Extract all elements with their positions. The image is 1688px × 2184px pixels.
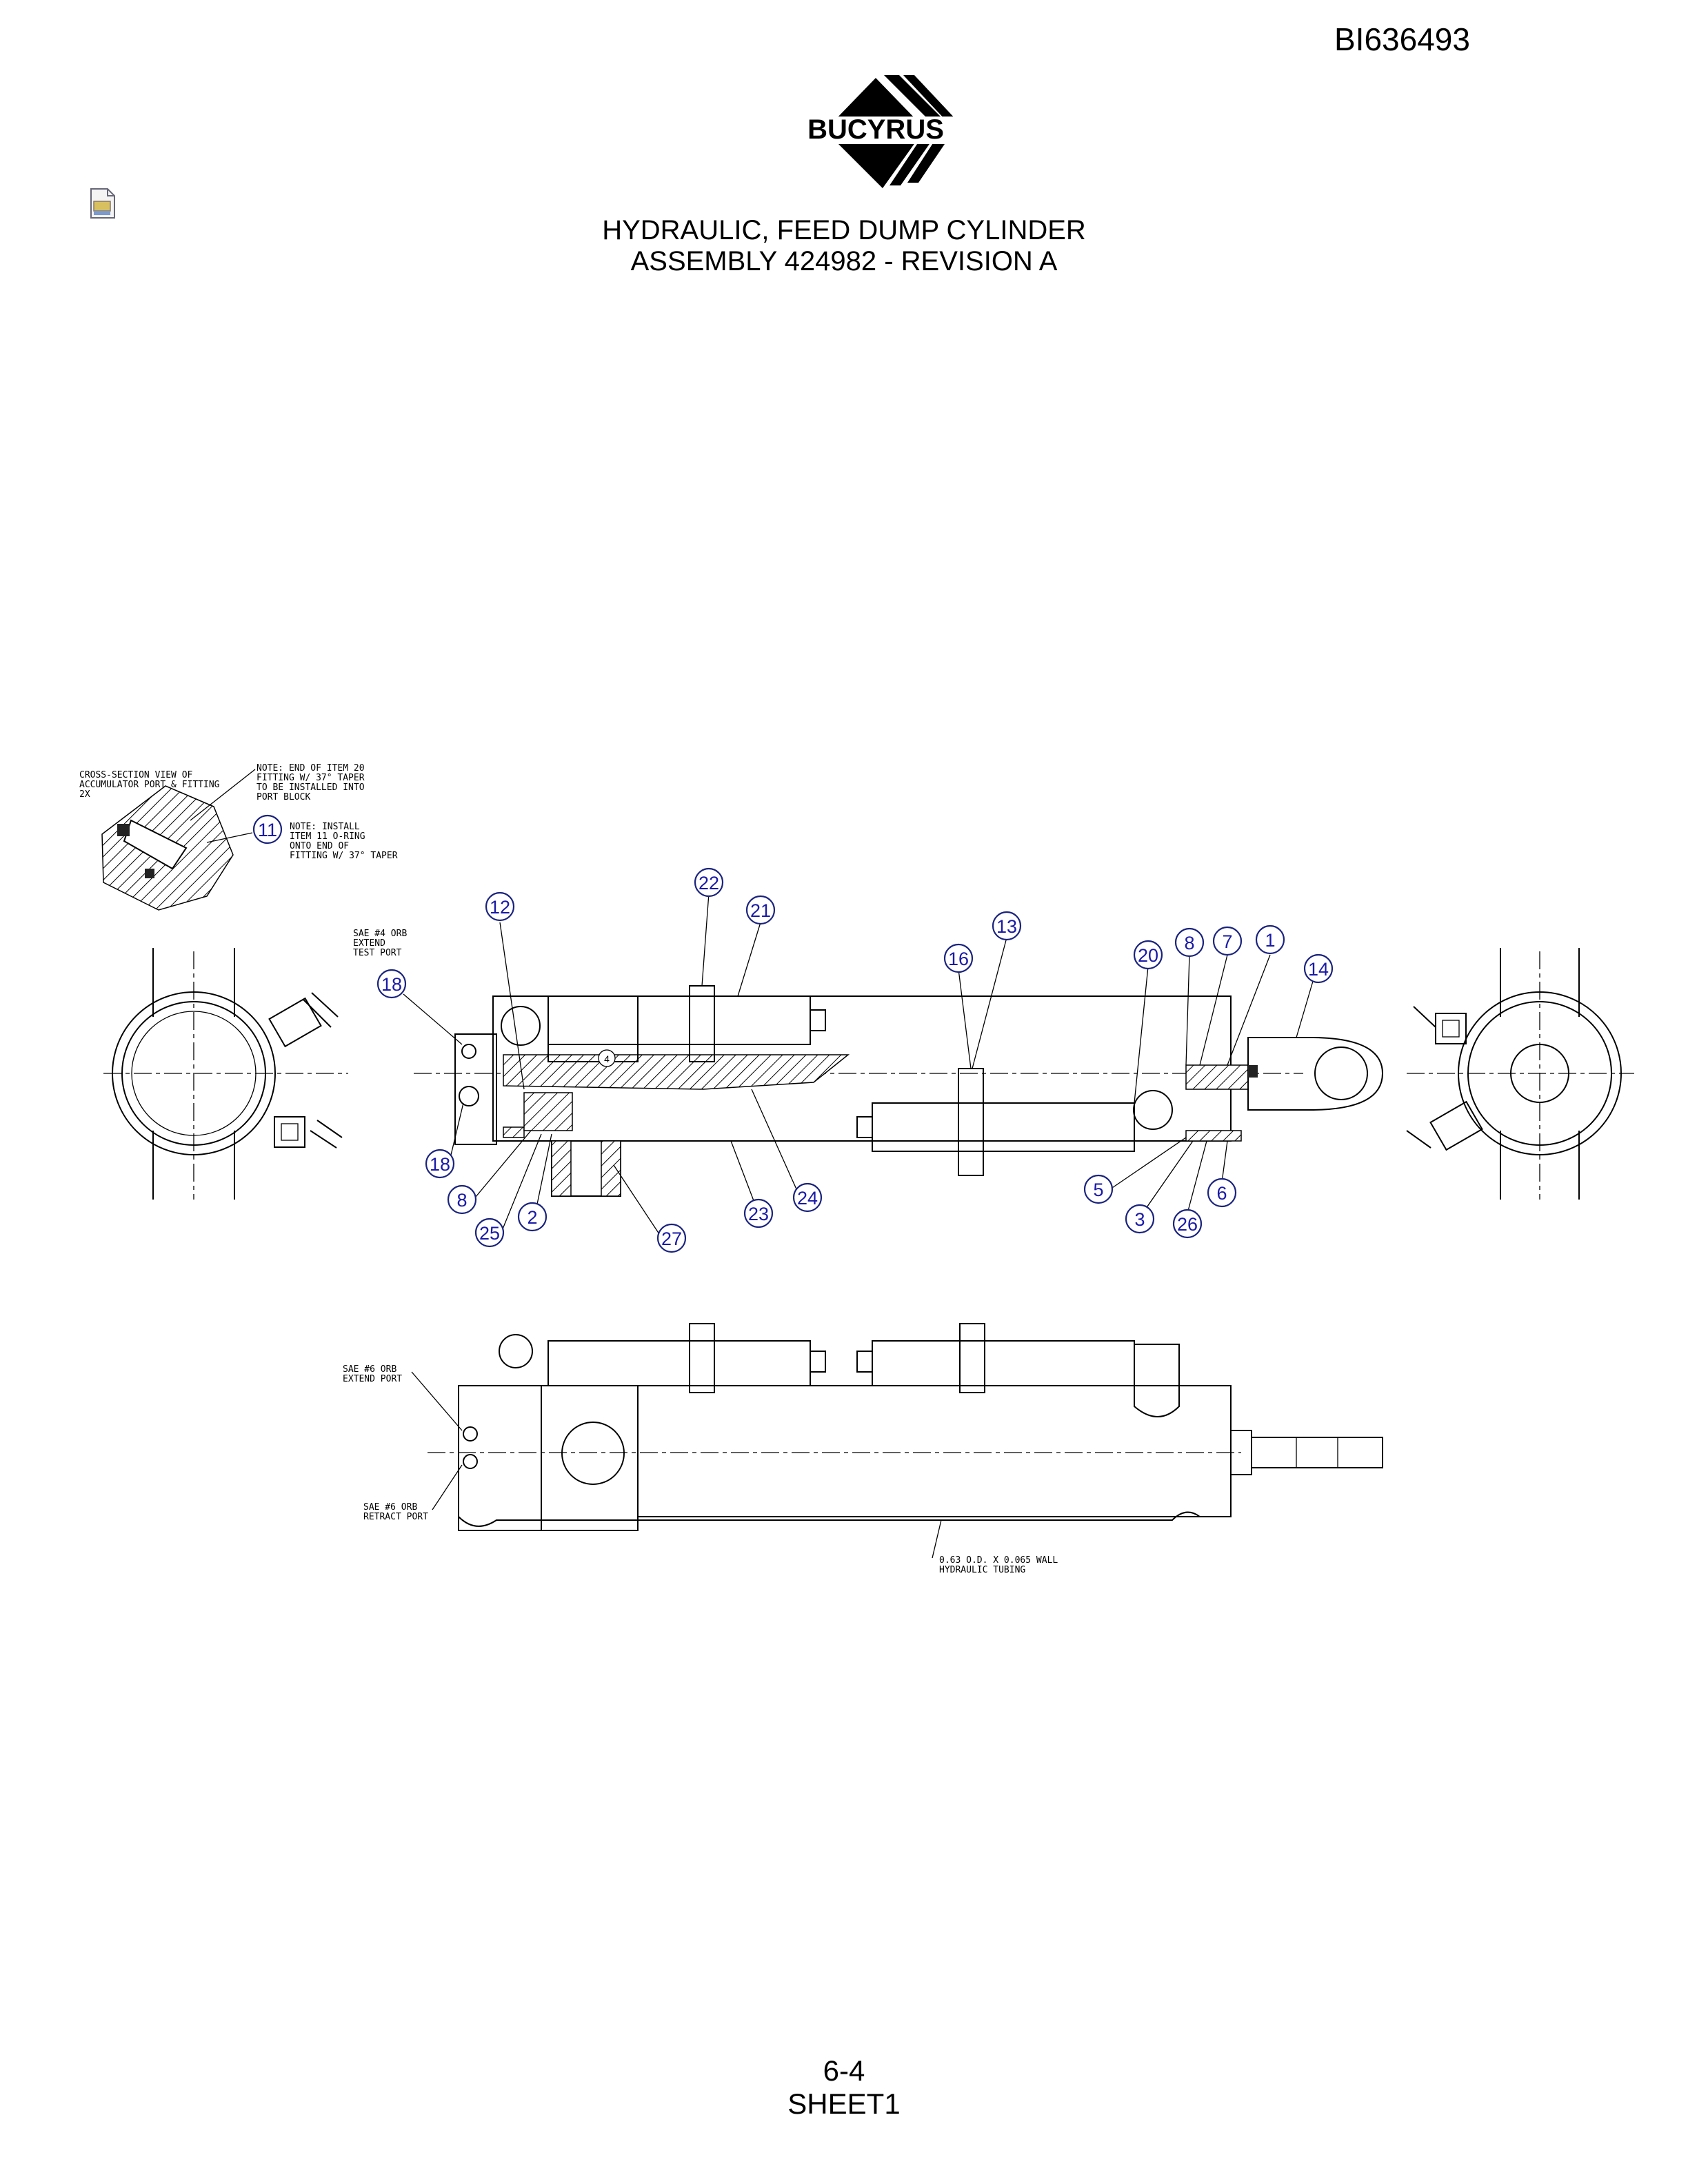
balloon-6: 6 (1207, 1177, 1237, 1208)
balloon-1: 1 (1255, 924, 1285, 955)
svg-text:7: 7 (1222, 931, 1232, 952)
svg-text:18: 18 (430, 1154, 450, 1175)
svg-text:1: 1 (1265, 930, 1275, 951)
svg-text:11: 11 (258, 820, 277, 840)
balloon-8-top: 8 (1174, 927, 1205, 958)
note-extend-port: SAE #6 ORB EXTEND PORT (343, 1364, 402, 1384)
svg-text:EXTEND: EXTEND (353, 938, 385, 949)
balloon-8-bottom: 8 (447, 1184, 477, 1215)
balloon-7: 7 (1212, 926, 1243, 956)
balloon-20: 20 (1133, 940, 1163, 970)
attachment-file-icon[interactable] (88, 188, 117, 219)
svg-text:20: 20 (1138, 945, 1158, 966)
svg-text:HYDRAULIC TUBING: HYDRAULIC TUBING (939, 1565, 1025, 1575)
svg-text:SAE #4 ORB: SAE #4 ORB (353, 929, 407, 939)
balloon-16: 16 (943, 943, 974, 973)
balloon-18-top: 18 (376, 969, 407, 999)
accumulator-port-cross-section (101, 769, 256, 911)
svg-text:22: 22 (699, 873, 719, 893)
logo-text: BUCYRUS (807, 114, 944, 145)
balloon-3: 3 (1125, 1204, 1155, 1234)
svg-text:ITEM 11 O-RING: ITEM 11 O-RING (290, 831, 365, 842)
balloon-22: 22 (694, 867, 724, 898)
svg-text:FITTING W/ 37° TAPER: FITTING W/ 37° TAPER (290, 851, 398, 861)
balloon-18-bottom: 18 (425, 1149, 455, 1179)
svg-text:24: 24 (797, 1188, 818, 1209)
balloon-26: 26 (1172, 1209, 1203, 1239)
svg-text:18: 18 (381, 974, 402, 995)
svg-text:8: 8 (1184, 933, 1194, 953)
svg-text:8: 8 (456, 1190, 467, 1211)
balloon-4: 4 (598, 1049, 616, 1067)
balloon-23: 23 (743, 1198, 774, 1228)
note-retract-port: SAE #6 ORB RETRACT PORT (363, 1502, 428, 1522)
svg-text:EXTEND PORT: EXTEND PORT (343, 1374, 402, 1384)
svg-text:NOTE: INSTALL: NOTE: INSTALL (290, 822, 360, 832)
balloon-25: 25 (474, 1217, 505, 1248)
svg-text:6: 6 (1216, 1183, 1227, 1204)
svg-text:13: 13 (996, 916, 1017, 937)
balloon-5: 5 (1083, 1174, 1114, 1204)
document-id: BI636493 (1334, 21, 1470, 57)
svg-text:3: 3 (1134, 1209, 1145, 1230)
note-item20: NOTE: END OF ITEM 20 FITTING W/ 37° TAPE… (257, 763, 365, 802)
svg-text:26: 26 (1177, 1214, 1198, 1235)
svg-text:PORT BLOCK: PORT BLOCK (257, 792, 310, 802)
svg-text:14: 14 (1308, 959, 1329, 980)
left-end-view (103, 948, 348, 1200)
svg-text:2: 2 (527, 1207, 537, 1228)
title-line-2: ASSEMBLY 424982 - REVISION A (630, 246, 1058, 276)
svg-text:SAE #6 ORB: SAE #6 ORB (343, 1364, 396, 1375)
balloon-2: 2 (517, 1202, 547, 1232)
svg-text:TEST PORT: TEST PORT (353, 948, 402, 958)
right-end-view (1406, 948, 1634, 1200)
svg-text:0.63 O.D. X 0.065 WALL: 0.63 O.D. X 0.065 WALL (939, 1555, 1058, 1566)
side-view (411, 1323, 1383, 1559)
main-section-view (414, 985, 1384, 1197)
svg-text:21: 21 (750, 900, 771, 921)
bucyrus-logo: BUCYRUS (779, 75, 972, 188)
note-item11: NOTE: INSTALL ITEM 11 O-RING ONTO END OF… (290, 822, 398, 861)
page-number: 6-4 (823, 2054, 865, 2087)
balloon-27: 27 (656, 1223, 687, 1253)
balloon-21: 21 (745, 895, 776, 925)
svg-text:25: 25 (479, 1223, 500, 1244)
svg-text:5: 5 (1093, 1180, 1103, 1200)
note-test-port: SAE #4 ORB EXTEND TEST PORT (353, 929, 407, 958)
svg-text:23: 23 (748, 1204, 769, 1224)
svg-text:16: 16 (948, 949, 969, 969)
item-balloons: 11 12 22 21 13 16 20 8 7 1 14 18 18 8 25… (252, 814, 1334, 1253)
title-line-1: HYDRAULIC, FEED DUMP CYLINDER (602, 215, 1086, 245)
svg-text:12: 12 (490, 897, 510, 918)
balloon-14: 14 (1303, 953, 1334, 984)
svg-text:ONTO END OF: ONTO END OF (290, 841, 349, 851)
svg-text:ACCUMULATOR PORT & FITTING: ACCUMULATOR PORT & FITTING (79, 780, 220, 790)
svg-text:FITTING W/ 37° TAPER: FITTING W/ 37° TAPER (257, 773, 365, 783)
svg-text:RETRACT PORT: RETRACT PORT (363, 1512, 428, 1522)
balloon-12: 12 (485, 891, 515, 922)
sheet-label: SHEET1 (787, 2087, 901, 2120)
balloon-leaders (403, 893, 1314, 1239)
svg-text:NOTE: END OF ITEM 20: NOTE: END OF ITEM 20 (257, 763, 365, 774)
note-cross-section: CROSS-SECTION VIEW OF ACCUMULATOR PORT &… (79, 770, 220, 800)
svg-text:SAE #6 ORB: SAE #6 ORB (363, 1502, 417, 1513)
balloon-11: 11 (252, 814, 283, 845)
svg-text:CROSS-SECTION VIEW OF: CROSS-SECTION VIEW OF (79, 770, 193, 780)
svg-text:27: 27 (661, 1228, 682, 1249)
svg-text:TO BE INSTALLED INTO: TO BE INSTALLED INTO (257, 782, 365, 793)
svg-text:4: 4 (604, 1053, 610, 1064)
note-tubing: 0.63 O.D. X 0.065 WALL HYDRAULIC TUBING (939, 1555, 1058, 1575)
svg-text:2X: 2X (79, 789, 90, 800)
balloon-24: 24 (792, 1182, 823, 1213)
balloon-13: 13 (992, 911, 1022, 941)
